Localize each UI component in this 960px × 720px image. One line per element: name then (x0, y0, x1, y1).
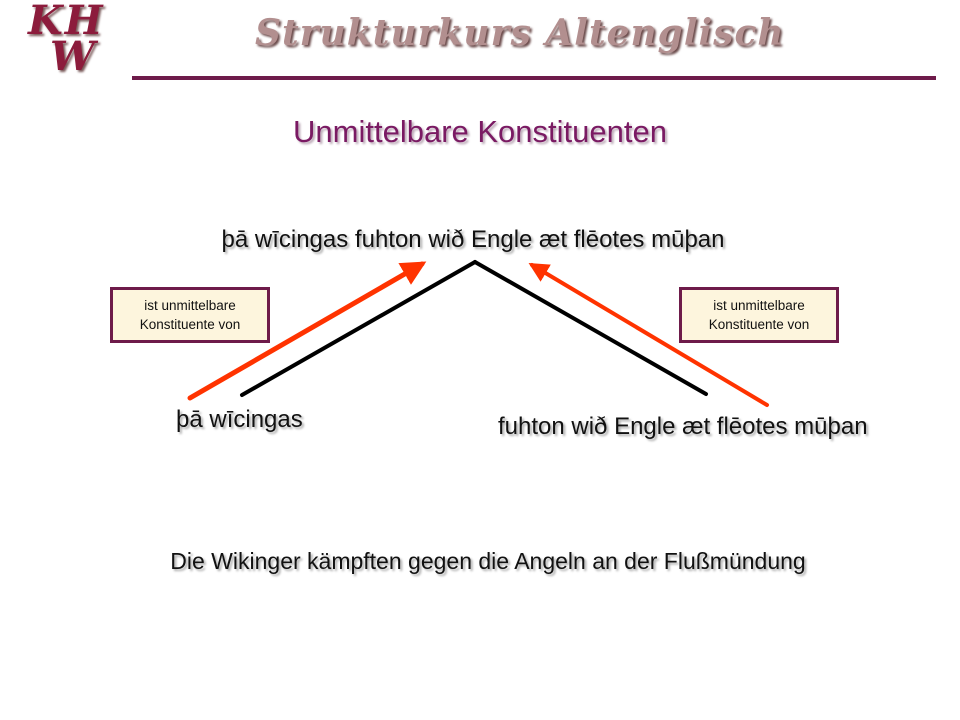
right-constituent: fuhton wið Engle æt flēotes mūþan (498, 413, 868, 440)
tree-branch-left (240, 260, 477, 397)
logo-text-w: W (50, 33, 95, 80)
slide-title: Unmittelbare Konstituenten (293, 114, 667, 149)
logo-text-kh: KH (28, 0, 105, 44)
relation-label-right-line2: Konstituente von (708, 317, 810, 332)
relation-label-right-line1: ist unmittelbare (713, 298, 805, 313)
arrow-right-to-root (528, 262, 769, 407)
khw-logo: KH W (22, 0, 132, 80)
arrow-left-to-root (187, 261, 427, 401)
relation-label-left-line2: Konstituente von (139, 317, 241, 332)
tree-branch-right (473, 260, 708, 396)
left-constituent: þā wīcingas (176, 406, 303, 433)
relation-label-right: ist unmittelbare Konstituente von (679, 287, 839, 343)
relation-label-left-line1: ist unmittelbare (144, 298, 236, 313)
relation-label-left: ist unmittelbare Konstituente von (110, 287, 270, 343)
german-translation: Die Wikinger kämpften gegen die Angeln a… (170, 548, 806, 574)
root-sentence: þā wīcingas fuhton wið Engle æt flēotes … (221, 226, 725, 253)
header-divider (132, 76, 936, 80)
course-title: Strukturkurs Altenglisch (255, 12, 785, 54)
